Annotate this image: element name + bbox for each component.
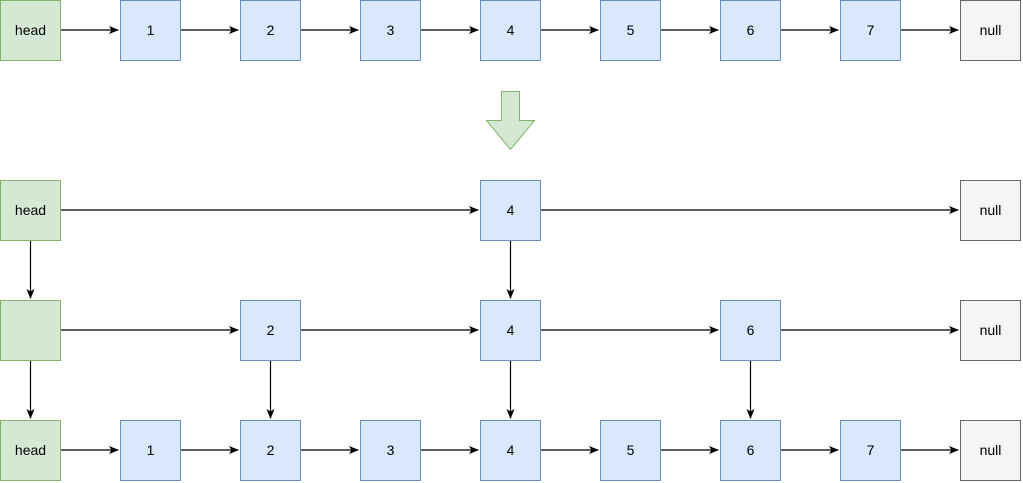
list-node: 2 <box>240 300 301 361</box>
head-label: head <box>15 442 46 458</box>
list-node: 6 <box>720 420 781 481</box>
node-label: 2 <box>267 442 275 458</box>
head-label: head <box>15 22 46 38</box>
list-node: 5 <box>600 420 661 481</box>
list-node: 4 <box>480 180 541 241</box>
node-label: 2 <box>267 322 275 338</box>
null-node: null <box>960 420 1021 481</box>
list-node: 4 <box>480 300 541 361</box>
skip-list: head 4 null 2 4 <box>0 180 1021 481</box>
node-label: 4 <box>507 322 515 338</box>
skip-list-level-1: 2 4 6 null <box>0 300 1021 361</box>
list-node: 3 <box>360 420 421 481</box>
list-node: 7 <box>840 420 901 481</box>
null-label: null <box>980 22 1002 38</box>
list-node: 2 <box>240 0 301 61</box>
null-node: null <box>960 180 1021 241</box>
node-label: 2 <box>267 22 275 38</box>
list-node: 7 <box>840 0 901 61</box>
node-label: 4 <box>507 22 515 38</box>
head-label: head <box>15 202 46 218</box>
head-node: head <box>0 180 61 241</box>
skip-list-level-0: head 1 2 3 4 5 <box>0 420 1021 481</box>
null-label: null <box>980 322 1002 338</box>
list-node: 1 <box>120 420 181 481</box>
node-label: 5 <box>627 442 635 458</box>
skip-list-level-2: head 4 null <box>0 180 1021 241</box>
node-label: 5 <box>627 22 635 38</box>
head-node: head <box>0 420 61 481</box>
node-label: 6 <box>747 22 755 38</box>
null-node: null <box>960 300 1021 361</box>
list-node: 6 <box>720 0 781 61</box>
head-node: head <box>0 0 61 61</box>
node-label: 6 <box>747 442 755 458</box>
node-label: 4 <box>507 202 515 218</box>
list-node: 2 <box>240 420 301 481</box>
list-node: 4 <box>480 0 541 61</box>
null-label: null <box>980 202 1002 218</box>
list-node: 3 <box>360 0 421 61</box>
node-label: 3 <box>387 442 395 458</box>
node-label: 7 <box>867 22 875 38</box>
list-node: 4 <box>480 420 541 481</box>
node-label: 7 <box>867 442 875 458</box>
list-node: 6 <box>720 300 781 361</box>
null-node: null <box>960 0 1021 61</box>
node-label: 1 <box>147 442 155 458</box>
down-arrow-icon <box>485 91 536 151</box>
node-label: 4 <box>507 442 515 458</box>
null-label: null <box>980 442 1002 458</box>
list-node: 1 <box>120 0 181 61</box>
node-label: 3 <box>387 22 395 38</box>
list-node: 5 <box>600 0 661 61</box>
original-linked-list: head 1 2 3 4 5 6 7 <box>0 0 1021 61</box>
skip-list-edges <box>26 206 959 454</box>
node-label: 6 <box>747 322 755 338</box>
head-node <box>0 300 61 361</box>
node-label: 1 <box>147 22 155 38</box>
